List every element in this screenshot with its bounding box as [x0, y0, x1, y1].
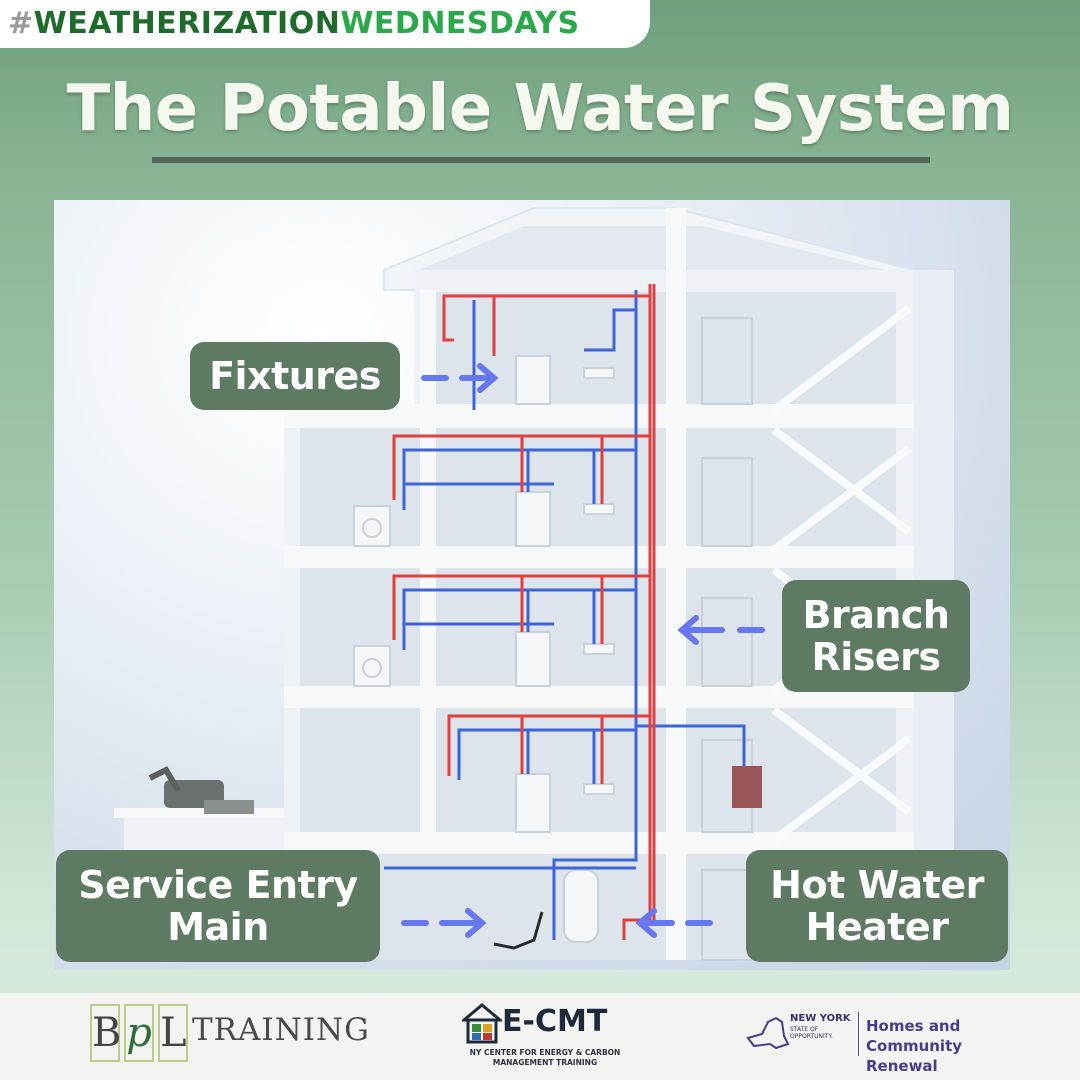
- nys-tagline-line1: STATE OF: [790, 1026, 819, 1033]
- ecmt-subtitle-line1: NY CENTER FOR ENERGY & CARBON: [469, 1048, 621, 1057]
- nys-hcr-logo: NEW YORK STATE OF OPPORTUNITY. Homes and…: [746, 1010, 1036, 1075]
- hashtag-word-2: WEDNESDAYS: [340, 6, 580, 41]
- label-service-entry-main: Service Entry Main: [56, 850, 380, 962]
- ecmt-subtitle-line2: MANAGEMENT TRAINING: [492, 1058, 598, 1067]
- house-icon: [462, 1003, 502, 1044]
- nys-divider: [858, 1012, 859, 1056]
- hcr-name: Homes and Community Renewal: [866, 1016, 1036, 1076]
- title-underline: [152, 157, 930, 163]
- hcr-line2: Community Renewal: [866, 1037, 963, 1075]
- bpl-word: TRAINING: [192, 1012, 370, 1048]
- nys-new-york: NEW YORK: [790, 1013, 851, 1024]
- hcr-line1: Homes and: [866, 1017, 961, 1035]
- bpl-letter-l: L: [158, 1004, 188, 1062]
- hashtag-symbol: #: [8, 6, 34, 41]
- ecmt-subtitle: NY CENTER FOR ENERGY & CARBON MANAGEMENT…: [460, 1048, 630, 1068]
- new-york-state-outline-icon: [746, 1016, 790, 1050]
- page-title: The Potable Water System: [66, 72, 1014, 146]
- label-branch-risers-line2: Risers: [811, 635, 941, 679]
- label-fixtures: Fixtures: [190, 342, 400, 410]
- arrow-branch-risers-icon: [677, 615, 765, 645]
- label-service-entry-line1: Service Entry: [78, 863, 358, 907]
- nys-tagline-line2: OPPORTUNITY.: [790, 1033, 833, 1040]
- ecmt-name: E-CMT: [502, 1004, 608, 1039]
- bpl-training-logo: B p L TRAINING: [90, 1004, 369, 1066]
- label-hot-water-line1: Hot Water: [770, 863, 984, 907]
- hashtag-word-1: WEATHERIZATION: [33, 6, 341, 41]
- arrow-fixtures-icon: [421, 363, 499, 393]
- ecmt-logo: E-CMT NY CENTER FOR ENERGY & CARBON MANA…: [460, 1002, 630, 1074]
- nys-tagline: STATE OF OPPORTUNITY.: [790, 1026, 860, 1040]
- arrow-service-entry-icon: [401, 908, 487, 938]
- label-branch-risers-line1: Branch: [802, 593, 950, 637]
- bpl-letter-p: p: [124, 1004, 154, 1062]
- rooftop-unit-icon: [148, 766, 254, 814]
- label-service-entry-line2: Main: [167, 905, 269, 949]
- label-fixtures-text: Fixtures: [209, 354, 381, 398]
- heater-cord-icon: [493, 911, 544, 950]
- label-hot-water-heater: Hot Water Heater: [746, 850, 1008, 962]
- bpl-letter-b: B: [90, 1004, 121, 1062]
- label-branch-risers: Branch Risers: [782, 580, 970, 692]
- footer-logo-bar: [0, 993, 1080, 1080]
- label-hot-water-line2: Heater: [805, 905, 949, 949]
- hashtag-banner: #WEATHERIZATIONWEDNESDAYS: [0, 0, 650, 48]
- arrow-hot-water-heater-icon: [635, 908, 713, 938]
